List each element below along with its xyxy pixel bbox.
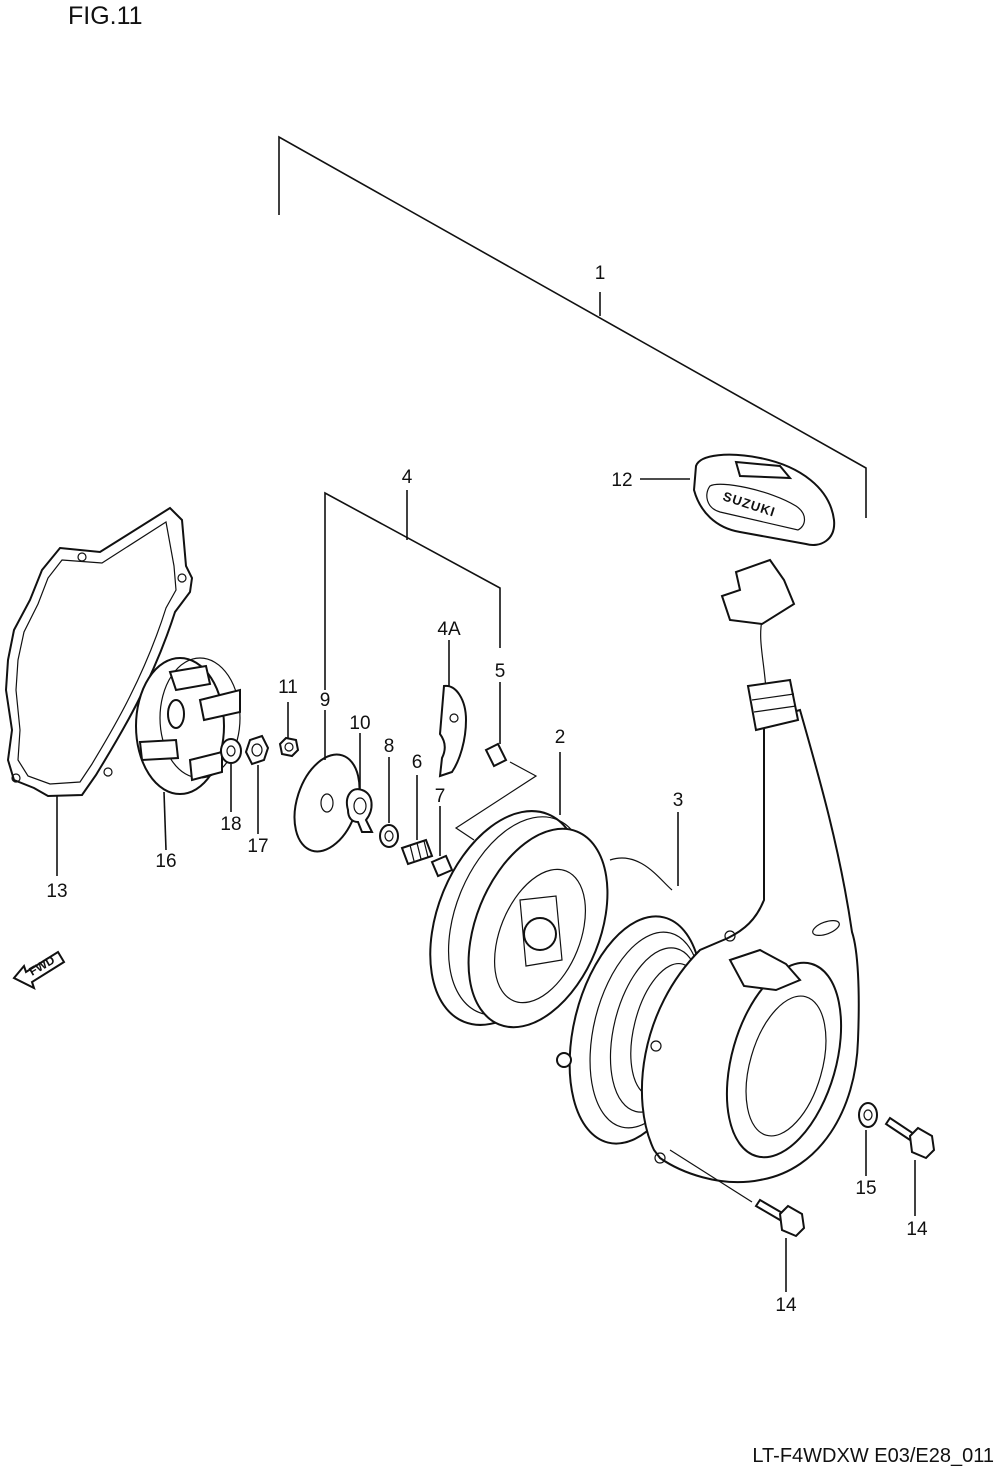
spring-part-10	[346, 733, 374, 833]
callout-9: 9	[320, 690, 331, 711]
callout-18: 18	[220, 814, 241, 835]
bolt-part-14-upper	[884, 1116, 936, 1216]
callout-8: 8	[384, 736, 395, 757]
callout-12: 12	[611, 470, 632, 491]
diagram-code: LT-F4WDXW E03/E28_011	[752, 1445, 994, 1467]
washer-part-8	[379, 757, 399, 848]
callout-labels: 1 2 3 4 4A 5 6 7 8 9 10 11 12 13 14 14 1…	[46, 263, 928, 1316]
spacer-part-7	[430, 806, 454, 878]
callout-13: 13	[46, 881, 67, 902]
assembly-bracket-1	[278, 135, 867, 518]
callout-5: 5	[495, 661, 506, 682]
callout-2: 2	[555, 727, 566, 748]
starter-housing	[640, 708, 860, 1184]
assembly-bracket-4	[324, 490, 501, 690]
callout-3: 3	[673, 790, 684, 811]
starter-handle-part-12: SUZUKI	[640, 453, 836, 732]
callout-14-upper: 14	[906, 1219, 928, 1240]
starter-cup-part-16	[135, 657, 241, 851]
reel-part-2	[429, 752, 609, 1029]
callout-15: 15	[855, 1178, 876, 1199]
nut-part-11	[278, 702, 300, 758]
pin-part-5	[484, 682, 508, 768]
callout-6: 6	[412, 752, 423, 773]
bolt-part-14-lower	[669, 1149, 806, 1292]
callout-1: 1	[595, 263, 606, 284]
callout-14-lower: 14	[775, 1295, 797, 1316]
gasket-part-13	[4, 506, 194, 876]
pawl-part-4A	[438, 640, 468, 778]
assembly-guide-lines	[454, 761, 538, 841]
callout-4A: 4A	[437, 619, 461, 640]
washer-part-15	[858, 1102, 878, 1176]
fwd-arrow-icon: FWD	[12, 950, 66, 990]
nut-part-17	[244, 734, 270, 834]
callout-7: 7	[435, 786, 446, 807]
figure-title: FIG.11	[68, 2, 143, 30]
callout-11: 11	[278, 677, 298, 698]
spring-part-6	[400, 775, 434, 866]
washer-part-18	[220, 738, 242, 812]
callout-4: 4	[402, 467, 413, 488]
callout-16: 16	[155, 851, 176, 872]
callout-17: 17	[247, 836, 268, 857]
callout-10: 10	[349, 713, 370, 734]
